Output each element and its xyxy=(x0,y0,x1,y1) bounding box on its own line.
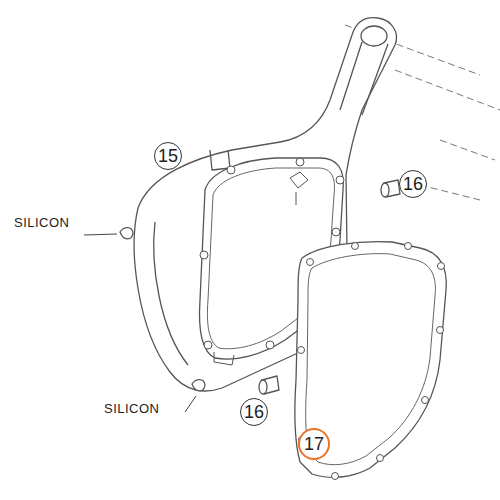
callout-number: 17 xyxy=(298,428,330,460)
callout-number: 16 xyxy=(240,398,268,426)
callout-number: 16 xyxy=(399,170,427,198)
callout-number: 15 xyxy=(154,142,182,170)
sealant-dot xyxy=(120,228,205,391)
part-label: SILICON xyxy=(14,216,70,229)
leader-line xyxy=(84,234,196,412)
gasket xyxy=(295,242,446,478)
part-label: SILICON xyxy=(104,402,160,415)
